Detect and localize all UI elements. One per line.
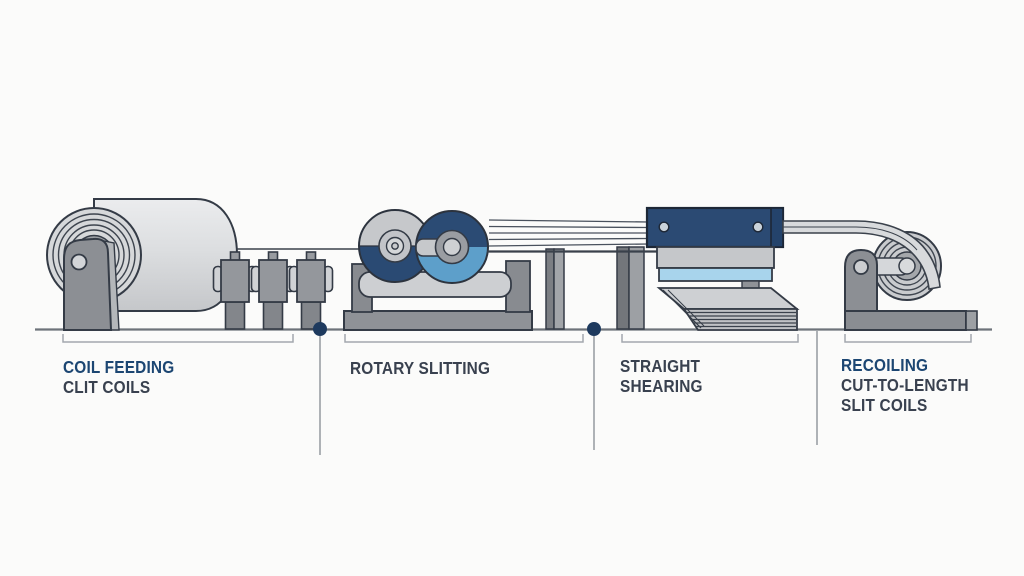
stack-top-face [656,287,800,310]
station-title: COIL FEEDING [63,357,175,377]
station-subtitle: CUT-TO-LENGTH [841,375,969,395]
recoiler-machine [782,220,978,331]
bracket-straight-shearing [621,334,799,343]
bracket-recoiling [844,334,972,343]
recoiler-axle-cap [898,257,916,275]
bracket-rotary-slitting [344,334,584,343]
slitter-disc-right [415,210,489,284]
shear-bolt [658,221,670,233]
shear-head-side-panel [770,207,784,248]
station-title: RECOILING [841,355,929,375]
shear-blade [658,267,773,282]
station-title: ROTARY SLITTING [350,358,491,378]
slitter-base [343,310,533,331]
marker-dot [587,322,601,336]
roller-stand [288,251,334,330]
station-label-recoiling: RECOILING CUT-TO-LENGTH SLIT COILS [841,355,969,415]
sheet-stack [656,287,800,331]
recoiler-base [844,310,967,331]
shear-machine [645,206,785,291]
uncoiler-machine [46,198,361,331]
station-title: STRAIGHT [620,356,701,376]
station-label-coil-feeding: COIL FEEDING CLIT COILS [63,357,174,397]
station-dividers [313,322,818,455]
recoiler-base-endcap [965,310,978,331]
shear-bolt [752,221,764,233]
slit-strips [487,219,657,253]
arm-bolt [853,259,869,275]
marker-dot [313,322,327,336]
station-title: SHEARING [620,376,703,396]
support-columns [545,246,645,330]
arm-bolt [70,253,88,271]
dimension-brackets [62,334,972,343]
station-subtitle: CLIT COILS [63,377,151,397]
station-label-rotary-slitting: ROTARY SLITTING [350,358,490,378]
roller-stand [250,251,296,330]
station-label-straight-shearing: STRAIGHT SHEARING [620,356,703,396]
rotary-slitter-machine [343,209,533,331]
roller-stands [212,251,334,330]
uncoiler-arm [63,237,113,331]
shear-ram [656,246,775,269]
station-subtitle: SLIT COILS [841,395,928,415]
strip-exit-band [782,220,941,290]
bracket-coil-feeding [62,334,294,343]
